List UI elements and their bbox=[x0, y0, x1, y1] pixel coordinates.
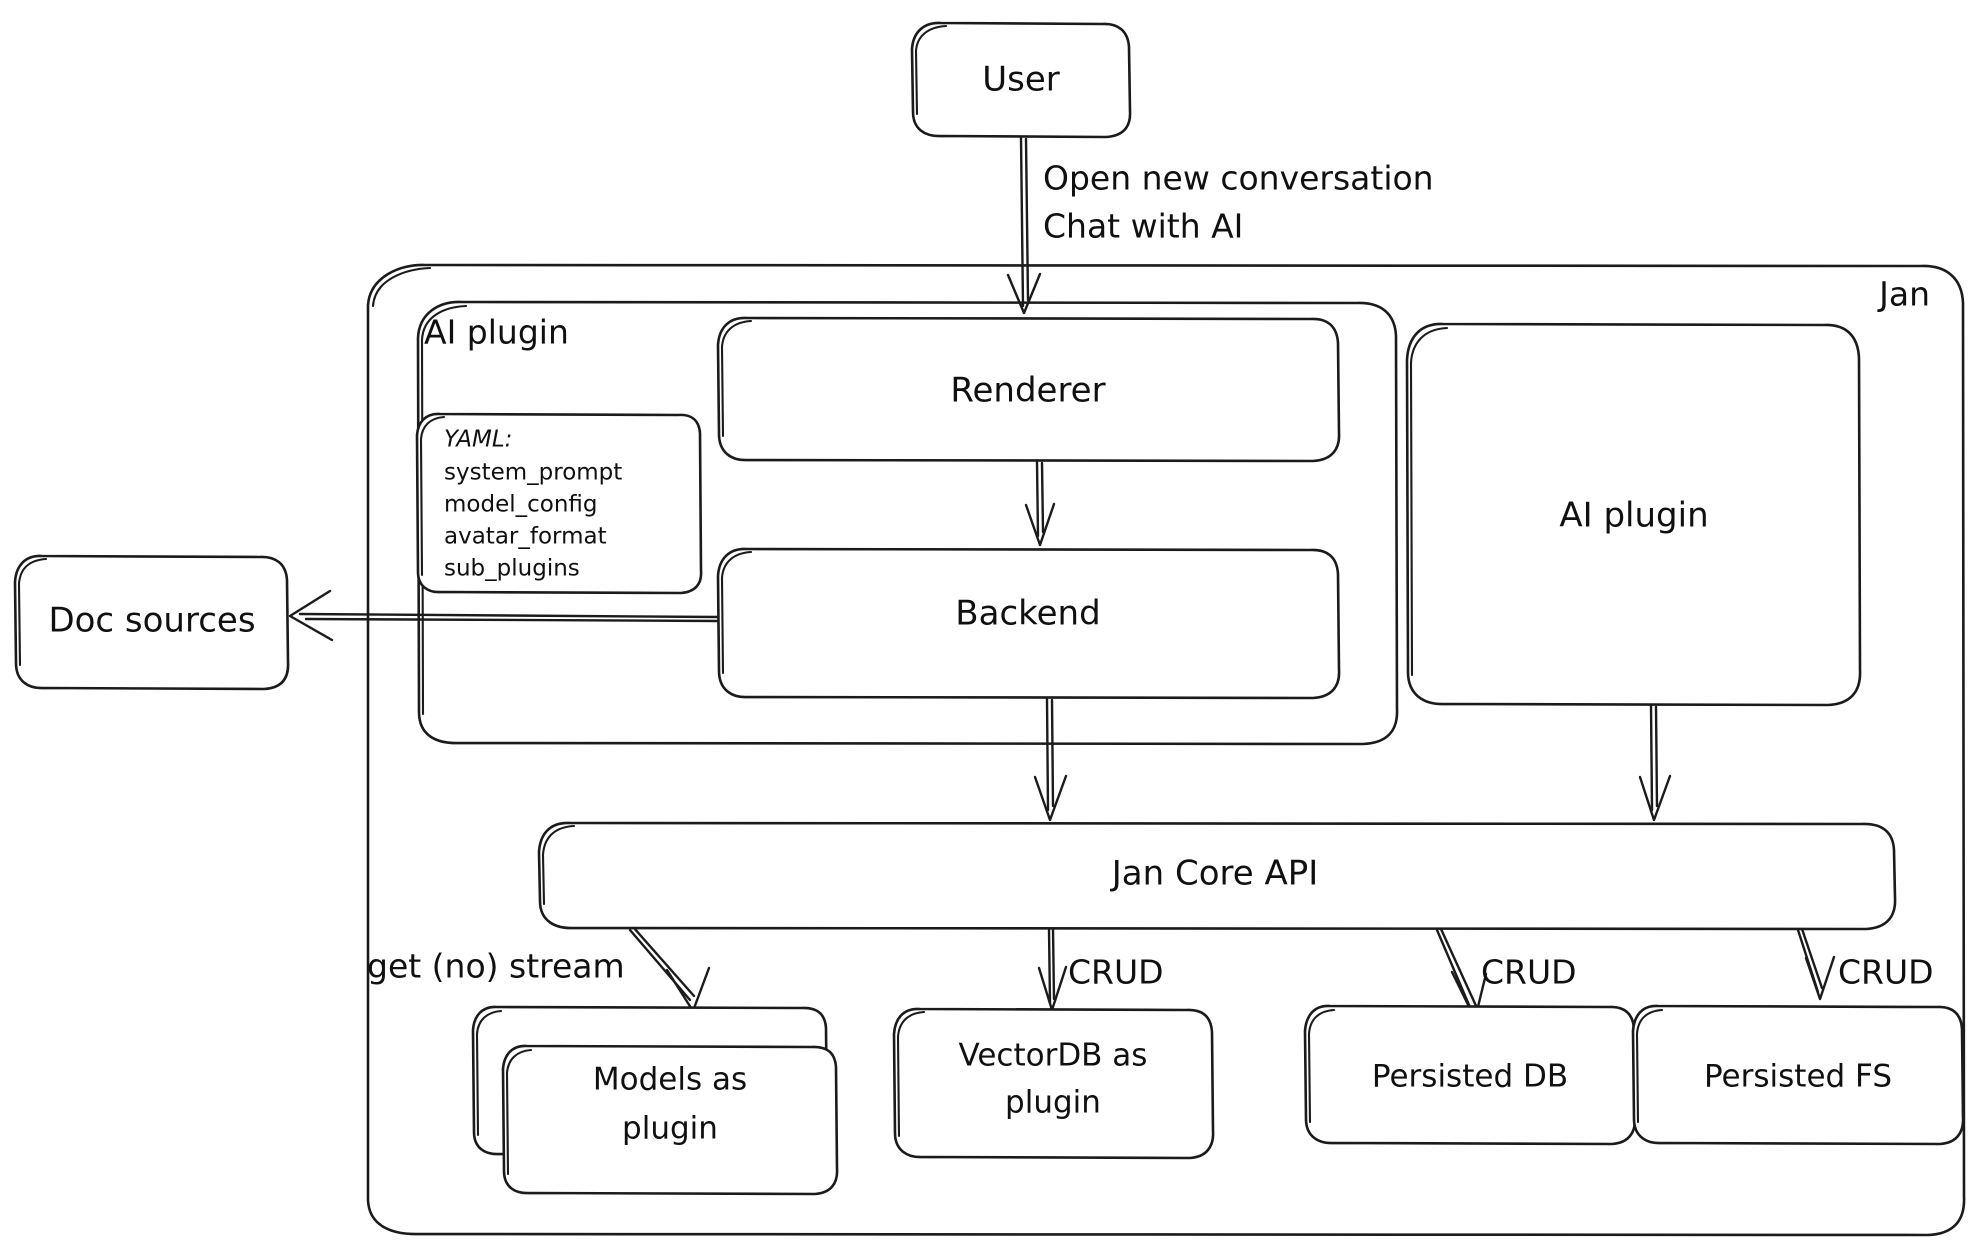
yaml-card-title: YAML: bbox=[444, 427, 512, 453]
edge-jan-core-api-to-vectordb-plugin: CRUD bbox=[1037, 927, 1164, 1012]
node-backend[interactable]: Backend bbox=[716, 547, 1341, 700]
node-vectordb-plugin[interactable]: VectorDB as plugin bbox=[892, 1007, 1215, 1160]
card-yaml-config[interactable]: YAML: system_prompt model_config avatar_… bbox=[415, 412, 703, 595]
yaml-item: sub_plugins bbox=[444, 556, 580, 582]
edge-label-crud-vectordb: CRUD bbox=[1068, 953, 1164, 992]
edge-jan-core-api-to-persisted-fs: CRUD bbox=[1796, 927, 1934, 1001]
yaml-item: avatar_format bbox=[444, 524, 607, 550]
container-ai-plugin-group-label: AI plugin bbox=[424, 313, 569, 352]
yaml-item: model_config bbox=[444, 492, 598, 518]
edge-label-crud-persisted-db: CRUD bbox=[1481, 953, 1577, 992]
edge-renderer-to-backend bbox=[1024, 460, 1056, 547]
node-persisted-fs-label: Persisted FS bbox=[1704, 1059, 1892, 1095]
edge-user-to-renderer: Open new conversation Chat with AI bbox=[1006, 136, 1434, 315]
edge-label-crud-persisted-fs: CRUD bbox=[1838, 953, 1934, 992]
node-ai-plugin-box[interactable]: AI plugin bbox=[1405, 322, 1862, 707]
edge-label-line2: Chat with AI bbox=[1043, 207, 1243, 246]
edge-label-get-no-stream: get (no) stream bbox=[367, 947, 625, 986]
node-models-plugin-label-line1: Models as bbox=[593, 1062, 747, 1098]
edge-label-line1: Open new conversation bbox=[1043, 159, 1434, 198]
node-persisted-fs[interactable]: Persisted FS bbox=[1631, 1004, 1965, 1146]
node-vectordb-plugin-label-line2: plugin bbox=[1005, 1085, 1101, 1121]
node-jan-core-api-label: Jan Core API bbox=[1110, 854, 1319, 894]
node-vectordb-plugin-label-line1: VectorDB as bbox=[959, 1038, 1148, 1074]
node-backend-label: Backend bbox=[955, 594, 1100, 634]
edge-jan-core-api-to-persisted-db: CRUD bbox=[1435, 927, 1577, 1021]
node-ai-plugin-box-label: AI plugin bbox=[1559, 496, 1708, 536]
node-renderer[interactable]: Renderer bbox=[716, 316, 1341, 463]
edge-backend-to-jan-core-api bbox=[1033, 697, 1068, 822]
node-jan-core-api[interactable]: Jan Core API bbox=[537, 821, 1897, 931]
node-user[interactable]: User bbox=[910, 21, 1132, 139]
node-renderer-label: Renderer bbox=[950, 371, 1105, 411]
node-models-plugin-label-line2: plugin bbox=[622, 1111, 718, 1147]
node-persisted-db[interactable]: Persisted DB bbox=[1303, 1004, 1637, 1146]
container-jan-label: Jan bbox=[1877, 275, 1930, 314]
edge-jan-core-api-to-models-plugin: get (no) stream bbox=[367, 926, 711, 1013]
yaml-item: system_prompt bbox=[444, 460, 622, 486]
node-models-plugin[interactable]: Models as plugin bbox=[471, 1005, 839, 1196]
node-doc-sources-label: Doc sources bbox=[48, 601, 255, 641]
edge-backend-to-doc-sources bbox=[288, 589, 720, 642]
node-persisted-db-label: Persisted DB bbox=[1372, 1059, 1568, 1095]
edge-ai-plugin-to-jan-core-api bbox=[1638, 704, 1672, 822]
node-user-label: User bbox=[982, 60, 1060, 100]
node-doc-sources[interactable]: Doc sources bbox=[13, 554, 290, 691]
